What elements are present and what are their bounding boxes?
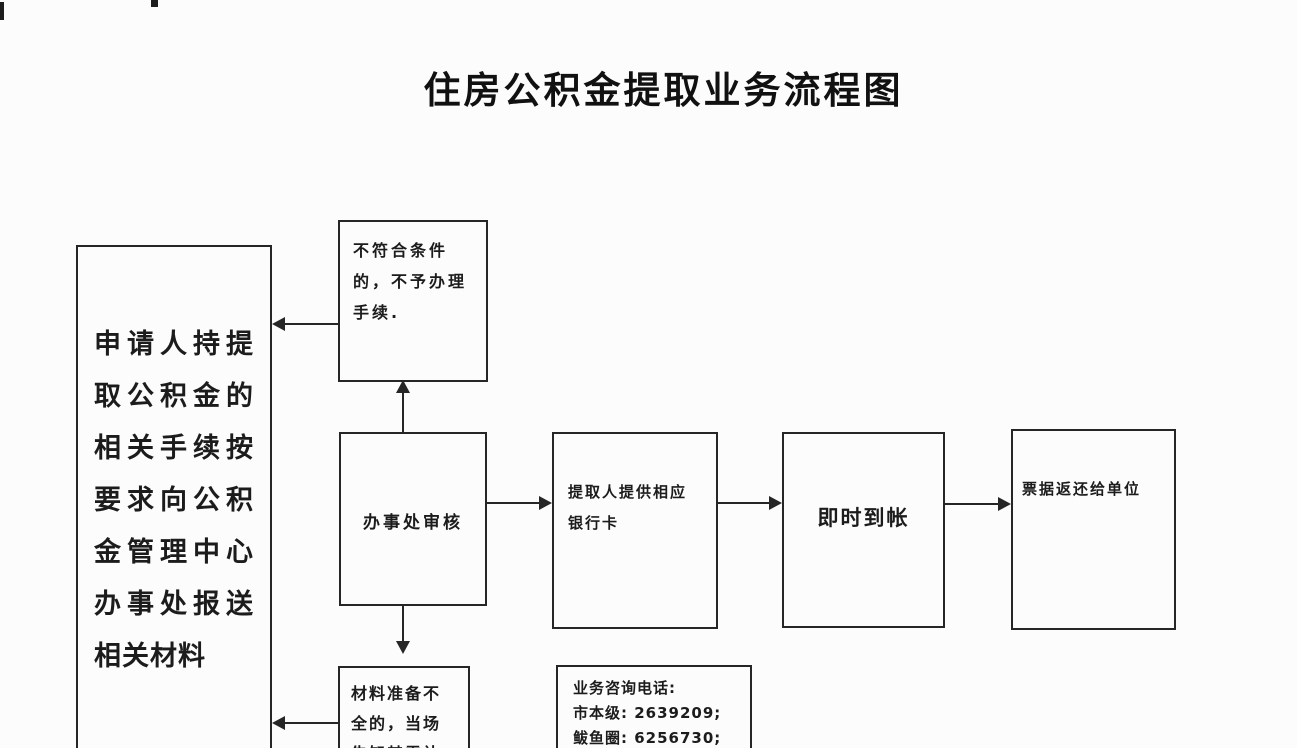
flow-box-applicant-text: 申请人持提 取公积金的 相关手续按 要求向公积 金管理中心 办事处报送 相关材料 [94, 329, 259, 672]
arrow-review-to-reject-head-icon [396, 380, 410, 393]
flow-box-office-review-label: 办事处审核 [363, 513, 463, 533]
arrow-reject-to-applicant-line [275, 323, 338, 325]
arrow-reject-to-applicant-head-icon [272, 317, 285, 331]
info-box-consult-phone-text: 业务咨询电话: 市本级: 2639209; 鲅鱼圈: 6256730; [573, 679, 722, 747]
arrow-review-to-card-line [487, 502, 540, 504]
flow-box-return-receipts-label: 票据返还给单位 [1022, 480, 1142, 498]
flow-box-provide-bank-card-text: 提取人提供相应 银行卡 [568, 483, 688, 532]
flow-box-applicant-submit: 申请人持提 取公积金的 相关手续按 要求向公积 金管理中心 办事处报送 相关材料 [76, 245, 272, 748]
arrow-review-to-incomplete-head-icon [396, 641, 410, 654]
arrow-review-to-card-head-icon [539, 496, 552, 510]
scan-artifact [0, 2, 4, 20]
arrow-card-to-instant-head-icon [769, 496, 782, 510]
flow-box-instant-credit: 即时到帐 [782, 432, 945, 628]
scan-artifact [151, 0, 158, 7]
flow-box-incomplete-materials-text: 材料准备不 全的，当场 告知其需补 [351, 684, 442, 748]
flow-box-incomplete-materials: 材料准备不 全的，当场 告知其需补 [338, 666, 470, 748]
flow-box-office-review: 办事处审核 [339, 432, 487, 606]
flow-box-instant-credit-label: 即时到帐 [817, 506, 910, 530]
arrow-incomplete-to-applicant-line [275, 722, 338, 724]
arrow-card-to-instant-line [718, 502, 770, 504]
info-box-consult-phone: 业务咨询电话: 市本级: 2639209; 鲅鱼圈: 6256730; [556, 665, 752, 748]
flow-box-reject-text: 不符合条件 的，不予办理 手续. [353, 241, 468, 322]
arrow-instant-to-return-line [945, 503, 999, 505]
flow-box-return-receipts: 票据返还给单位 [1011, 429, 1176, 630]
arrow-review-to-incomplete-line [402, 606, 404, 642]
flow-box-provide-bank-card: 提取人提供相应 银行卡 [552, 432, 718, 629]
arrow-incomplete-to-applicant-head-icon [272, 716, 285, 730]
arrow-review-to-reject-line [402, 384, 404, 432]
flow-box-reject-not-eligible: 不符合条件 的，不予办理 手续. [338, 220, 488, 382]
arrow-instant-to-return-head-icon [998, 497, 1011, 511]
page-title: 住房公积金提取业务流程图 [423, 69, 904, 112]
